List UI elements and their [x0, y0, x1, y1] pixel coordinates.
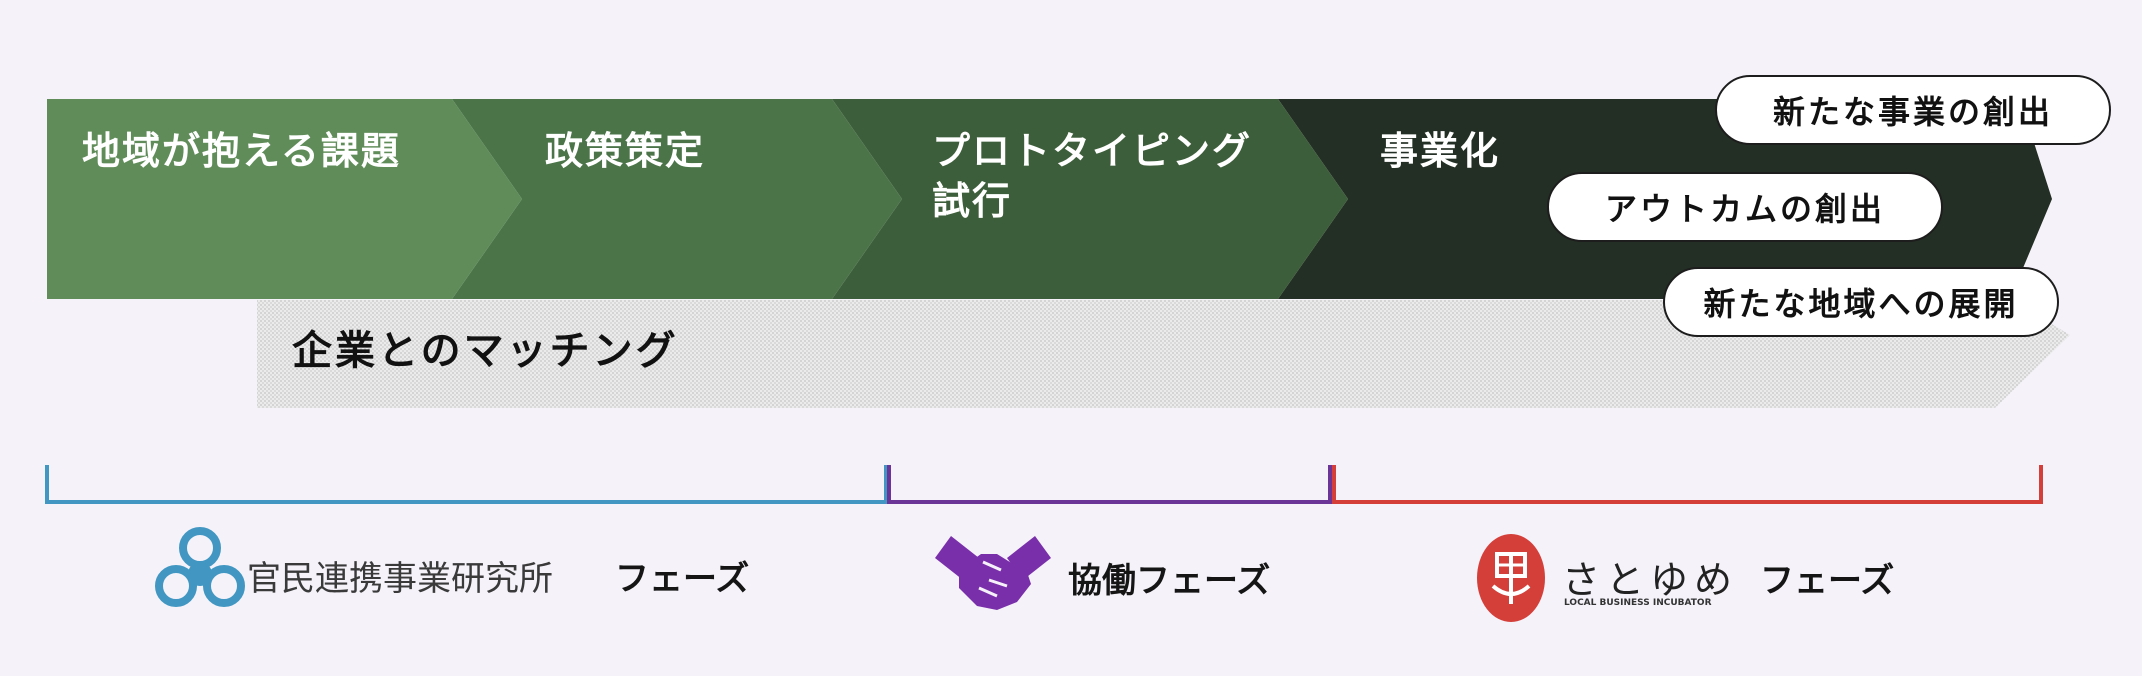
institute-org-name: 官民連携事業研究所 — [247, 559, 553, 599]
stage-label-local-issues: 地域が抱える課題 — [82, 128, 401, 173]
stage-label-policy-making: 政策策定 — [545, 128, 706, 173]
collaboration-phase-label: 協働フェーズ — [1068, 561, 1271, 601]
outcome-new-business: 新たな事業の創出 — [1715, 75, 2111, 145]
stage-1-shape — [47, 99, 522, 299]
outcome-creation: アウトカムの創出 — [1547, 172, 1943, 242]
satoyume-logo-icon — [1477, 534, 1545, 622]
outcome-new-region: 新たな地域への展開 — [1663, 267, 2059, 337]
stage-label-prototyping: プロトタイピング 試行 — [932, 128, 1253, 223]
satoyume-phase-bracket — [1332, 465, 2043, 504]
institute-logo-icon — [155, 527, 245, 607]
collaboration-phase-bracket — [887, 465, 1332, 504]
institute-phase-label: フェーズ — [615, 559, 750, 599]
stage-label-commercialization: 事業化 — [1380, 128, 1501, 173]
matching-band — [257, 300, 2070, 408]
handshake-icon — [935, 536, 1051, 610]
satoyume-phase-label: フェーズ — [1760, 561, 1895, 601]
satoyume-tagline: LOCAL BUSINESS INCUBATOR — [1564, 598, 1712, 608]
matching-label: 企業とのマッチング — [292, 327, 679, 374]
institute-phase-bracket — [45, 465, 888, 504]
stage-3-shape — [832, 99, 1348, 299]
stage-2-shape — [452, 99, 902, 299]
satoyume-org-name: さとゆめ — [1562, 558, 1739, 602]
